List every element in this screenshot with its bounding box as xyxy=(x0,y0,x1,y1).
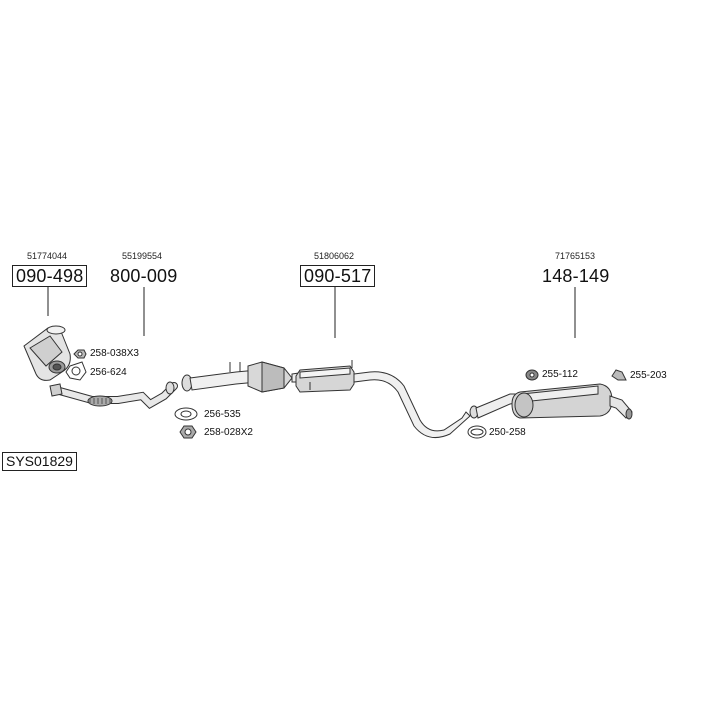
hanger-icon xyxy=(611,369,627,381)
fitting-label[interactable]: 258-038X3 xyxy=(90,348,139,359)
manifold-catalyst-part xyxy=(23,325,71,381)
system-code: SYS01829 xyxy=(2,452,77,471)
rubber-mount-icon xyxy=(525,369,539,381)
flange-gasket-icon xyxy=(174,407,198,421)
oem-number: 51774044 xyxy=(27,251,68,261)
part-number[interactable]: 090-498 xyxy=(12,265,88,287)
fitting-label[interactable]: 258-028X2 xyxy=(204,427,253,438)
part-number[interactable]: 090-517 xyxy=(300,265,376,287)
fitting-label[interactable]: 250-258 xyxy=(489,427,526,438)
front-flex-pipe-part xyxy=(49,381,178,409)
part-number[interactable]: 800-009 xyxy=(110,266,178,286)
fitting-label[interactable]: 256-624 xyxy=(90,367,127,378)
oem-number: 55199554 xyxy=(122,251,163,261)
rear-silencer-part xyxy=(469,383,633,420)
part-number[interactable]: 148-149 xyxy=(542,266,610,286)
gasket-icon xyxy=(65,361,87,381)
clamp-icon xyxy=(467,425,487,439)
nut-icon xyxy=(73,349,87,359)
fitting-label[interactable]: 256-535 xyxy=(204,409,241,420)
oem-number: 51806062 xyxy=(314,251,355,261)
middle-pipe-catalyst-part xyxy=(181,360,471,439)
fitting-label[interactable]: 255-112 xyxy=(542,369,578,380)
oem-number: 71765153 xyxy=(555,251,596,261)
hex-nut-icon xyxy=(179,425,197,439)
fitting-label[interactable]: 255-203 xyxy=(630,370,667,381)
